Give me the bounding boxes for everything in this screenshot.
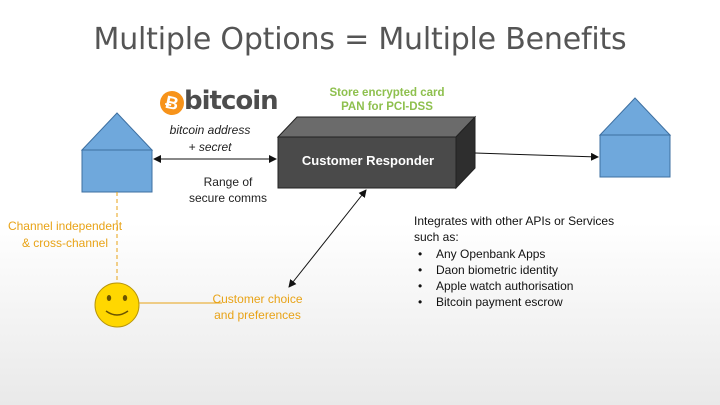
list-item: Any Openbank Apps xyxy=(414,246,714,262)
choice-line2: and preferences xyxy=(214,308,301,322)
bitcoin-logo: Ƀ bitcoin xyxy=(157,86,280,118)
customer-smiley-icon xyxy=(94,282,140,328)
bitcoin-address-line2: + secret xyxy=(188,140,232,154)
bitcoin-address-label: bitcoin address + secret xyxy=(150,122,270,156)
responder-to-choice-arrow xyxy=(288,189,367,288)
integrations-block: Integrates with other APIs or Services s… xyxy=(414,213,714,310)
integrations-intro-line1: Integrates with other APIs or Services xyxy=(414,214,615,228)
channel-independent-label: Channel independent & cross-channel xyxy=(0,218,130,252)
list-item: Daon biometric identity xyxy=(414,262,714,278)
left-house-icon xyxy=(80,112,154,193)
secure-comms-label: Range of secure comms xyxy=(168,174,288,206)
right-house-icon xyxy=(598,97,672,178)
choice-line1: Customer choice xyxy=(212,292,303,306)
store-encrypted-label: Store encrypted card PAN for PCI-DSS xyxy=(312,86,462,114)
channel-line1: Channel independent xyxy=(7,219,123,233)
bitcoin-icon: Ƀ xyxy=(157,88,187,118)
bitcoin-address-line1: bitcoin address xyxy=(169,123,251,137)
customer-choice-label: Customer choice and preferences xyxy=(200,291,315,323)
slide-title: Multiple Options = Multiple Benefits xyxy=(93,22,627,57)
customer-responder-label: Customer Responder xyxy=(301,153,435,168)
channel-line2: & cross-channel xyxy=(21,236,109,250)
responder-to-house-arrow xyxy=(474,152,599,161)
list-item: Bitcoin payment escrow xyxy=(414,294,714,310)
integrations-list: Any Openbank Apps Daon biometric identit… xyxy=(414,246,714,310)
bitcoin-wordmark: bitcoin xyxy=(184,86,279,116)
integrations-intro-line2: such as: xyxy=(414,230,459,244)
customer-responder-box xyxy=(276,115,477,190)
store-encrypted-line2: PAN for PCI-DSS xyxy=(341,101,433,113)
secure-comms-line1: Range of xyxy=(203,175,253,189)
secure-comms-line2: secure comms xyxy=(188,191,268,205)
list-item: Apple watch authorisation xyxy=(414,278,714,294)
store-encrypted-line1: Store encrypted card xyxy=(329,87,445,99)
